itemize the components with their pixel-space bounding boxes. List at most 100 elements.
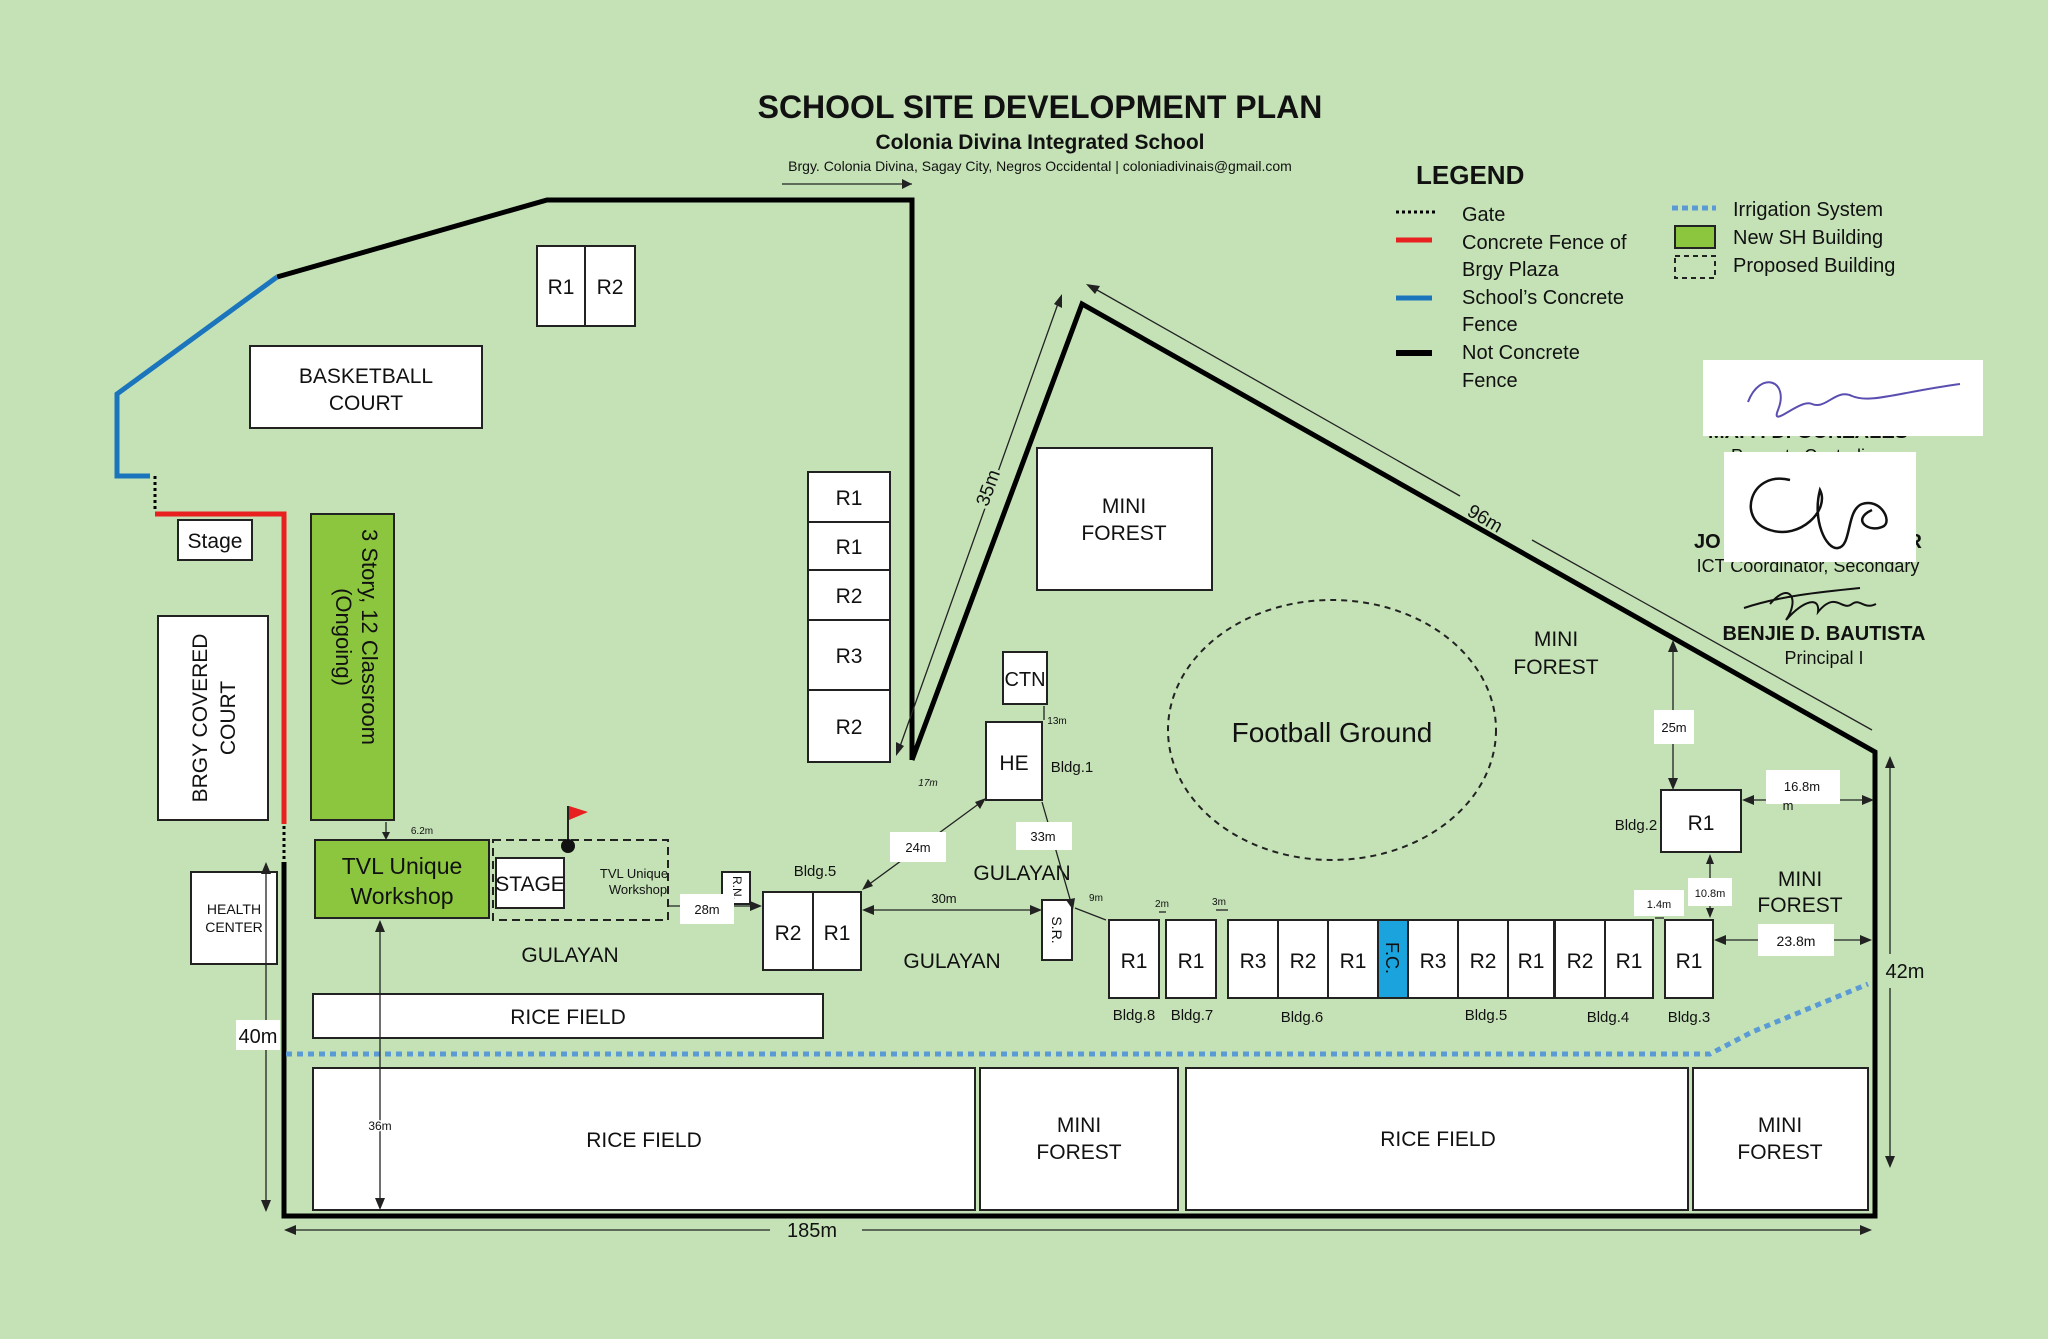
dim-36m-arrow-bottom: [375, 1198, 385, 1210]
bldg7-r1-label: R1: [1178, 950, 1205, 973]
signatory-3-role: Principal I: [1784, 648, 1863, 668]
dim-35m-line: [897, 297, 1061, 753]
bldg6-r3-label: R3: [1240, 950, 1267, 973]
mini-forest-south-2-label-1: MINI: [1758, 1114, 1802, 1137]
bldg8-r1-label: R1: [1121, 950, 1148, 973]
flag-base: [561, 839, 575, 853]
gulayan-lower: GULAYAN: [903, 950, 1000, 973]
dim-9m-line: [1074, 907, 1107, 921]
dim-24m-bg: [890, 832, 946, 862]
dim-2m: 2m: [1155, 899, 1169, 910]
north-room-r2: [584, 245, 636, 327]
dim-35m-arrow-top: [1054, 294, 1062, 308]
rice-field-south-west: [312, 1067, 976, 1211]
bldg5-r2-label: R2: [1470, 950, 1497, 973]
bldg3-r1: [1664, 919, 1714, 999]
bldg2-r1: [1660, 789, 1742, 853]
dim-16-8m-arrow-right: [1862, 795, 1874, 805]
dim-40m-bg: [236, 1020, 280, 1050]
dim-28m-arrow-right: [750, 901, 762, 911]
header-arrowhead: [902, 179, 912, 189]
legend-brgy-fence-label-1: Concrete Fence of: [1462, 232, 1627, 254]
bldg4-r2: [1554, 919, 1606, 999]
rice-field-south-east-label: RICE FIELD: [1380, 1128, 1496, 1151]
sr-building: [1041, 899, 1073, 961]
bldg-6-label: Bldg.6: [1281, 1009, 1324, 1026]
dim-1-4m-bg: [1634, 890, 1684, 916]
bldg6-r1-label: R1: [1340, 950, 1367, 973]
bldg4-r1: [1604, 919, 1654, 999]
bldg5-r1: [1507, 919, 1555, 999]
basketball-court-label-1: BASKETBALL: [299, 365, 433, 388]
dim-35m-arrow-bottom: [896, 742, 904, 756]
dim-23-8m-arrow-left: [1714, 935, 1726, 945]
dim-3m: 3m: [1212, 897, 1226, 908]
tvl-workshop-label-1: TVL Unique: [342, 853, 463, 879]
signatory-2-name-start: JO: [1694, 531, 1721, 553]
mini-forest-south-1-label-1: MINI: [1057, 1114, 1101, 1137]
rice-field-south-west-label: RICE FIELD: [586, 1129, 702, 1152]
dim-13m: 13m: [1047, 716, 1066, 727]
dim-25m-arrow-top: [1668, 640, 1678, 652]
rice-field-south-east: [1185, 1067, 1689, 1211]
dim-33m: 33m: [1030, 829, 1055, 844]
small-stage: [177, 519, 253, 561]
gulayan-center: GULAYAN: [973, 862, 1070, 885]
football-ground-label: Football Ground: [1232, 717, 1433, 748]
dim-6-2m: 6.2m: [411, 826, 433, 837]
school-concrete-fence: [114, 274, 279, 479]
ctn-building: [1002, 651, 1048, 705]
bldg3-r1-label: R1: [1676, 950, 1703, 973]
flag-icon: [569, 806, 588, 820]
dim-10-8m-arrow-bottom: [1706, 908, 1714, 918]
dim-25m-bg: [1654, 710, 1694, 744]
rice-field-strip-label: RICE FIELD: [510, 1006, 626, 1029]
rice-field-strip: [312, 993, 824, 1039]
dim-40m-arrow-top: [261, 862, 271, 874]
tvl-workshop-label-2: Workshop: [350, 883, 453, 909]
basketball-court-label-2: COURT: [329, 392, 403, 415]
stack-room-1: [807, 471, 891, 523]
legend-not-concrete-label-2: Fence: [1462, 370, 1518, 392]
mini-forest-north: [1036, 447, 1213, 591]
dim-185m-arrow-right: [1860, 1225, 1872, 1235]
bldg-5-label: Bldg.5: [1465, 1007, 1508, 1024]
dim-16-8m-unit: m: [1783, 798, 1794, 813]
north-room-r2-label: R2: [597, 276, 624, 299]
dim-10-8m-bg: [1688, 878, 1732, 906]
mini-forest-north-label-2: FOREST: [1081, 522, 1166, 545]
mini-forest-se-label-2: FOREST: [1757, 894, 1842, 917]
dim-24m-arrow-top: [975, 798, 986, 809]
bldg-8-label: Bldg.8: [1113, 1007, 1156, 1024]
bldg-5-west-label: Bldg.5: [794, 863, 837, 880]
basketball-court: [249, 345, 483, 429]
stack-room-4-label: R3: [836, 645, 863, 668]
dim-30m: 30m: [931, 891, 956, 906]
fc-label: F.C.: [1382, 942, 1402, 974]
dim-16-8m: 16.8m: [1784, 779, 1820, 794]
new-sh-building-label-2: (Ongoing): [331, 588, 356, 686]
dim-96m-arrow-top: [1086, 284, 1100, 294]
signature-2-scribble: [1749, 477, 1888, 550]
mini-forest-south-1: [979, 1067, 1179, 1211]
dim-185m-arrow-left: [284, 1225, 296, 1235]
signatory-3-name: BENJIE D. BAUTISTA: [1723, 623, 1926, 645]
ctn-label: CTN: [1004, 669, 1045, 691]
bldg2-r1-label: R1: [1688, 812, 1715, 835]
legend-school-fence-label-2: Fence: [1462, 314, 1518, 336]
stack-room-4: [807, 619, 891, 691]
dim-1-4m: 1.4m: [1647, 899, 1671, 911]
signature-1-box: [1703, 360, 1983, 436]
dim-25m-arrow-bottom: [1668, 778, 1678, 790]
dim-23-8m: 23.8m: [1777, 933, 1816, 949]
legend-not-concrete-label-1: Not Concrete: [1462, 342, 1580, 364]
stack-room-3-label: R2: [836, 585, 863, 608]
small-stage-label: Stage: [188, 530, 243, 553]
signature-1-scribble: [1747, 381, 1961, 418]
bldg-7-label: Bldg.7: [1171, 1007, 1214, 1024]
bldg5-r3: [1407, 919, 1459, 999]
dim-17m: 17m: [918, 778, 937, 789]
mini-forest-east-label-1: MINI: [1534, 628, 1578, 651]
dim-36m: 36m: [368, 1119, 391, 1133]
